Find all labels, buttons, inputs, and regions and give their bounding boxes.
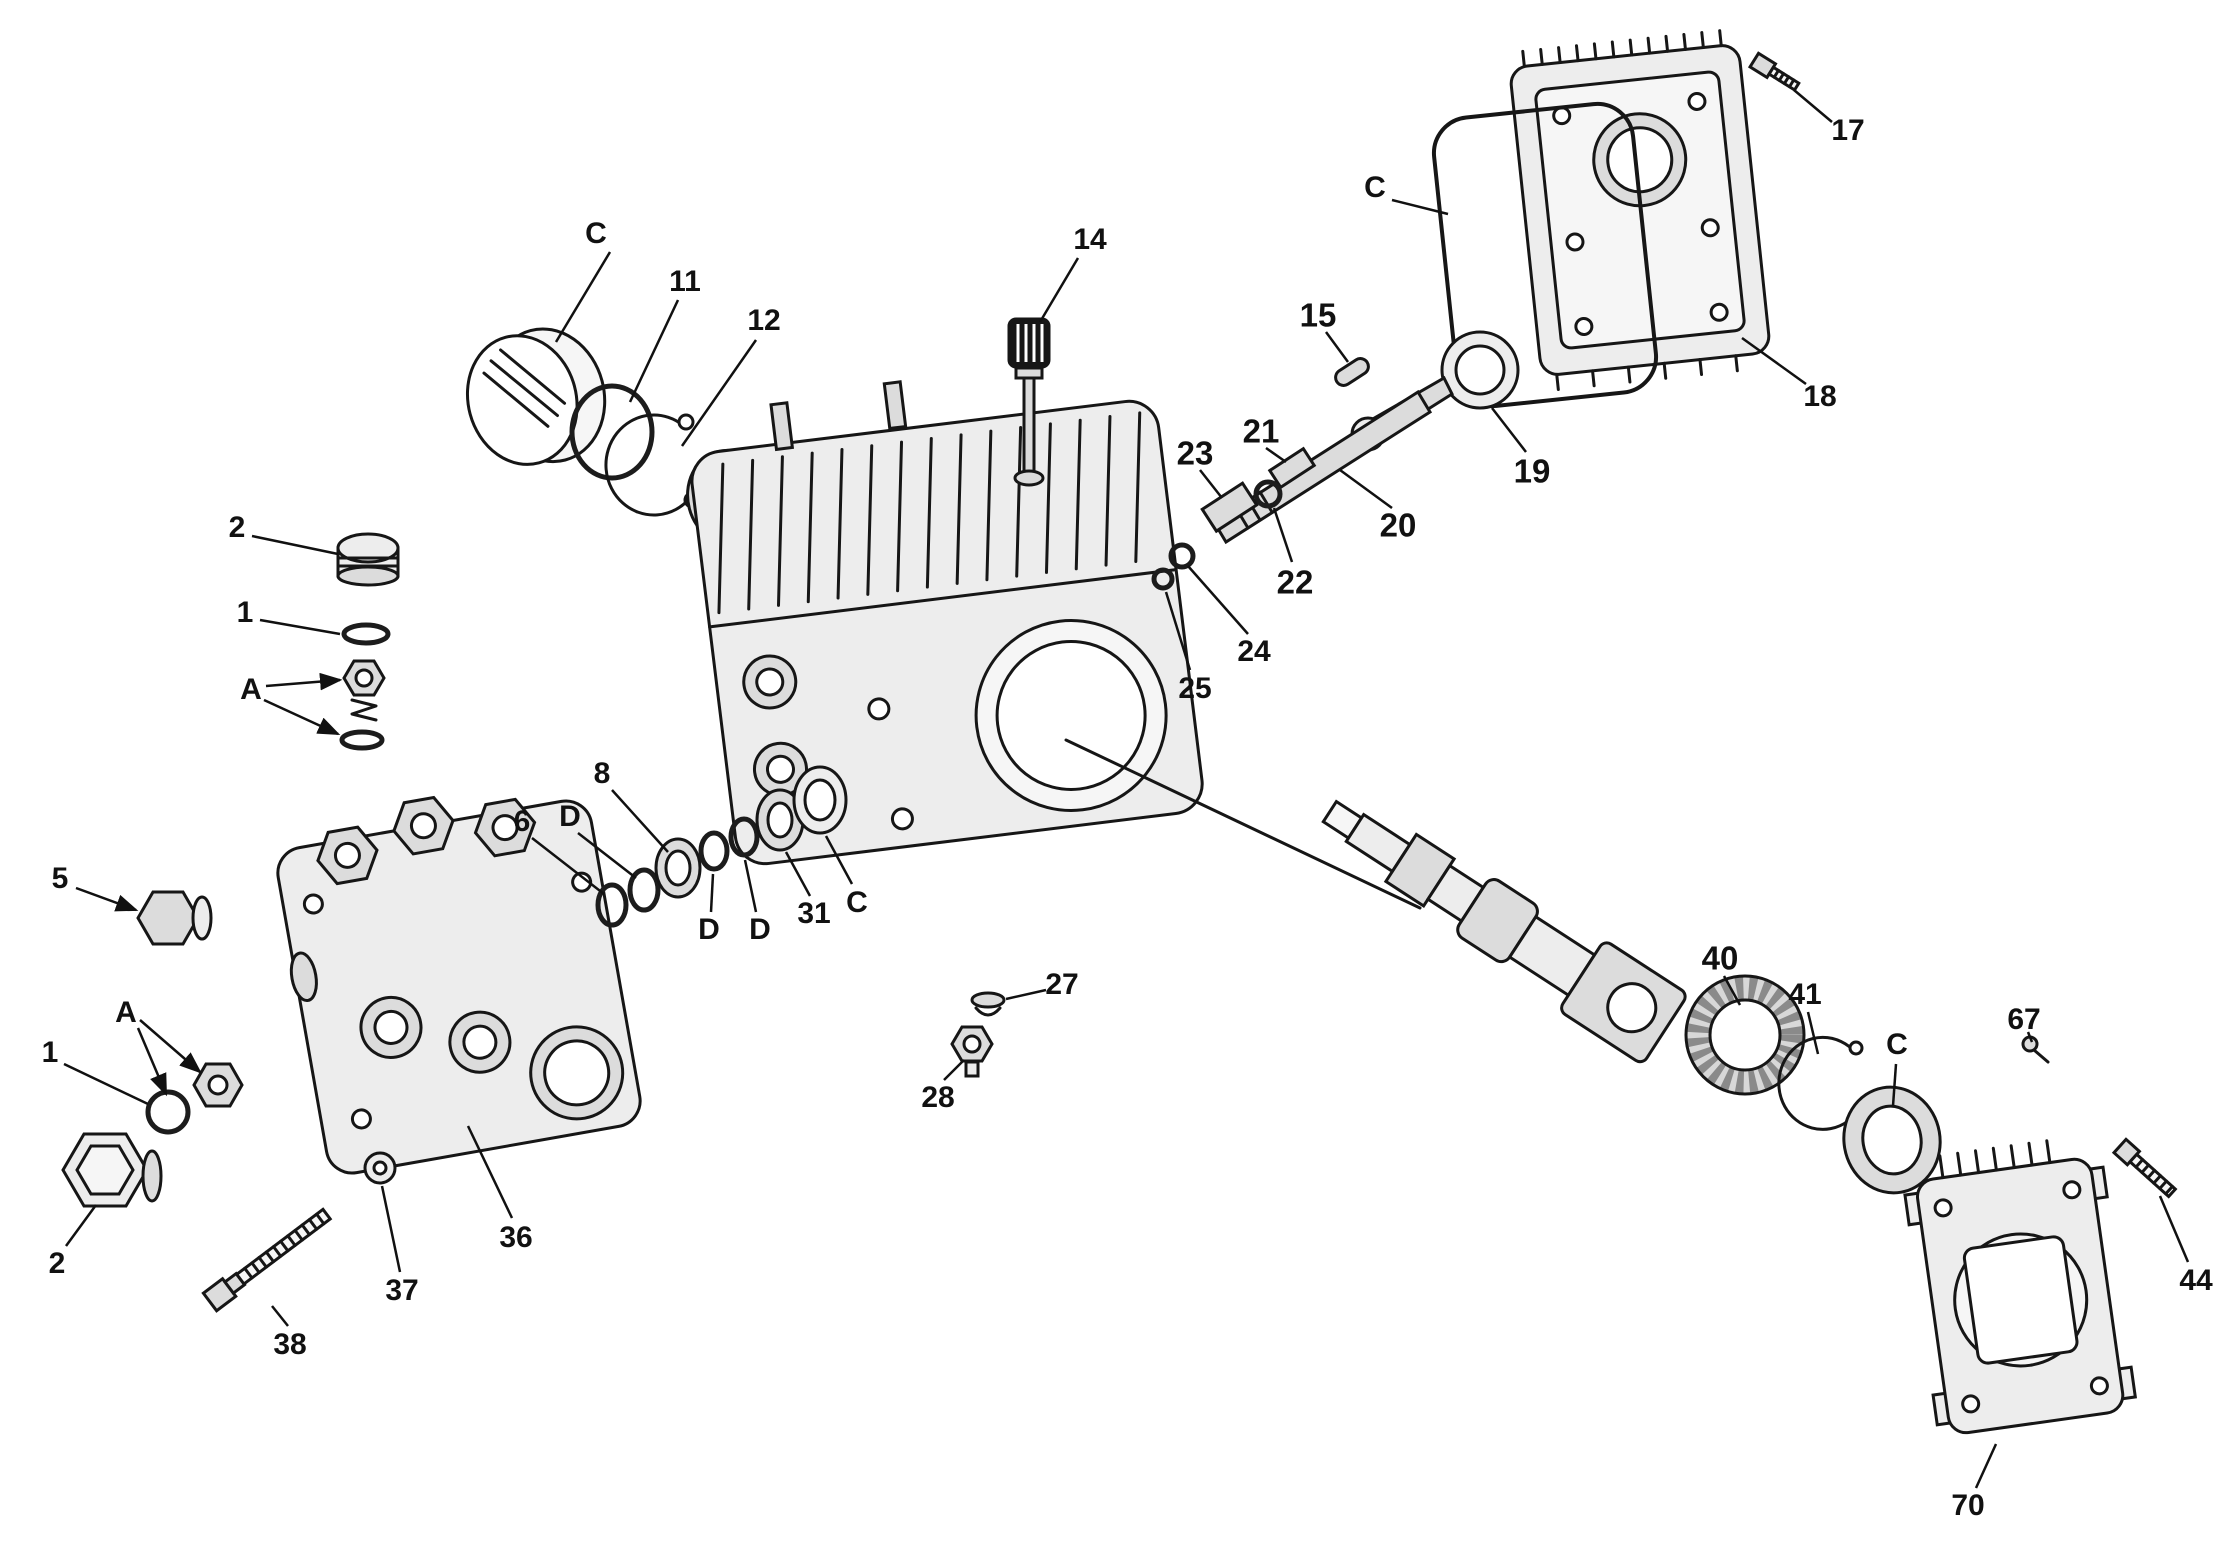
valve-assembly-bottom	[192, 1062, 244, 1108]
drain-plug	[136, 890, 213, 946]
leader-line-d-2	[709, 873, 715, 913]
leader-line-25	[1164, 591, 1192, 671]
o-ring-d2	[698, 830, 730, 872]
seal-ring-11	[569, 383, 655, 481]
leader-line-11	[628, 299, 680, 403]
leader-line-40	[1722, 975, 1742, 1006]
cap-top	[336, 532, 400, 587]
ring-22	[1253, 479, 1283, 509]
sight-glass	[465, 327, 607, 466]
check-valve	[970, 991, 1006, 1017]
sleeve-23	[1200, 481, 1259, 534]
leader-line-21	[1265, 446, 1287, 464]
leader-line-c-sight-glass	[554, 251, 612, 343]
leader-line-38	[271, 1305, 289, 1327]
leader-line-c-seal-right	[1891, 1063, 1898, 1107]
leader-line-44	[2158, 1195, 2190, 1263]
ring-24	[1168, 542, 1196, 570]
leader-line-d-3	[743, 859, 758, 913]
leader-line-a-top	[265, 672, 343, 691]
leader-line-70	[1974, 1443, 1998, 1489]
leader-line-15	[1324, 331, 1350, 363]
leader-line-2-bottom	[64, 1204, 98, 1247]
leader-line-1-top	[259, 618, 341, 636]
leader-line-d-1	[577, 832, 637, 879]
o-ring-top	[341, 622, 391, 646]
leader-line-41	[1806, 1011, 1820, 1055]
leader-line-37	[380, 1185, 402, 1273]
leader-line-36	[466, 1125, 514, 1219]
leader-line-31	[784, 851, 812, 897]
leader-line-18	[1741, 336, 1807, 386]
valve-plug	[950, 1025, 994, 1078]
leader-line-a-bottom	[139, 1019, 202, 1074]
cover-screw	[1747, 51, 1801, 93]
leader-line-1-bottom	[63, 1062, 149, 1106]
seal-8	[654, 837, 702, 899]
leader-line-24	[1187, 565, 1249, 635]
bearing-cover	[1903, 1139, 2138, 1435]
leader-line-23	[1199, 469, 1223, 499]
leader-line-a-bottom-1	[136, 1027, 168, 1097]
needle-bearing	[1684, 974, 1806, 1096]
valve-assembly-top	[339, 659, 386, 751]
leader-line-2-top	[251, 534, 339, 556]
leader-line-19	[1491, 407, 1527, 453]
leader-line-20	[1339, 468, 1393, 510]
oil-seal-right	[1842, 1085, 1942, 1195]
leader-line-22	[1272, 507, 1294, 563]
leader-line-28	[943, 1059, 965, 1081]
leader-line-6	[531, 837, 605, 895]
manifold-bolt	[201, 1207, 333, 1313]
crankshaft	[1321, 799, 1687, 1064]
piston-pin	[1334, 357, 1370, 387]
crankcase	[690, 380, 1204, 866]
o-ring-bottom	[145, 1089, 191, 1135]
spacer-21	[1267, 446, 1317, 490]
washer	[363, 1151, 397, 1185]
port-plug-bottom	[61, 1132, 163, 1208]
o-ring-d3	[728, 816, 760, 858]
ring-25	[1151, 567, 1175, 591]
leader-line-a-top-1	[263, 698, 341, 736]
flange-bolt	[2111, 1137, 2178, 1199]
leader-line-17	[1793, 89, 1833, 123]
cover-gasket	[1431, 101, 1659, 409]
leader-line-12	[680, 339, 758, 447]
leader-line-14	[1038, 257, 1080, 323]
leader-line-67	[2026, 1031, 2034, 1043]
assembly-axis-line	[1064, 738, 1422, 910]
o-ring-6	[595, 882, 629, 928]
seal-c-left	[792, 765, 848, 835]
leader-line-c-seal-left	[824, 835, 854, 885]
leader-line-5	[75, 886, 139, 912]
dipstick	[1007, 317, 1051, 487]
leader-line-8	[611, 789, 669, 853]
leader-line-27	[1005, 988, 1047, 1001]
leader-line-c-gasket	[1391, 198, 1449, 216]
o-ring-d1	[627, 867, 661, 913]
manifold-head	[276, 795, 642, 1175]
